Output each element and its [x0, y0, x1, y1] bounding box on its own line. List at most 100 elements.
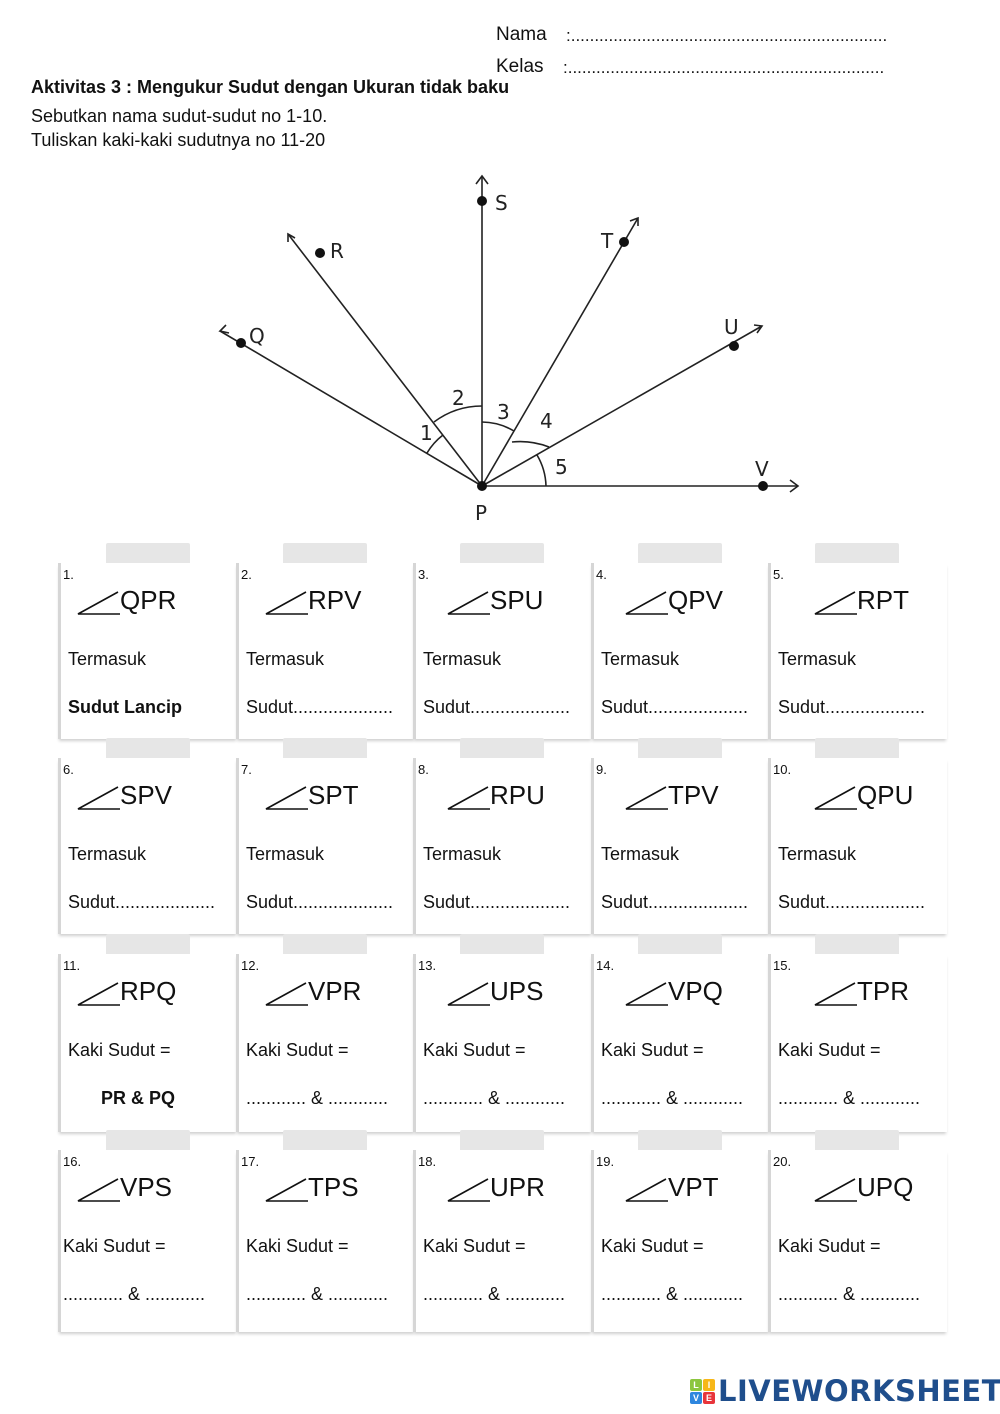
- label-r: R: [330, 239, 344, 263]
- liveworksheets-logo: L I V E LIVEWORKSHEETS: [690, 1374, 1000, 1408]
- arc-1: [426, 434, 444, 454]
- label-angle-2: 2: [452, 386, 465, 410]
- question-number: 12.: [241, 958, 260, 973]
- ray-pu: [481, 325, 763, 487]
- angle-name: RPU: [446, 780, 545, 811]
- angle-diagram: P Q R S T U V 1 2 3 4 5: [218, 174, 800, 525]
- logo-block: I: [703, 1378, 715, 1391]
- answer-field[interactable]: Sudut....................: [601, 892, 749, 912]
- answer-field[interactable]: ............ & ............: [601, 1088, 744, 1108]
- question-number: 14.: [596, 958, 615, 973]
- answer-field[interactable]: Sudut....................: [778, 697, 926, 717]
- answer-field[interactable]: ............ & ............: [246, 1284, 389, 1304]
- angle-name: QPR: [76, 585, 176, 616]
- angle-label: VPQ: [668, 976, 723, 1006]
- angle-symbol-icon: [814, 786, 857, 810]
- logo-block: E: [703, 1391, 715, 1404]
- answer-field[interactable]: ............ & ............: [778, 1284, 921, 1304]
- angle-label: QPU: [857, 780, 914, 810]
- label-q: Q: [249, 324, 265, 348]
- angle-name: RPQ: [76, 976, 176, 1007]
- angle-symbol-icon: [447, 591, 490, 615]
- question-number: 3.: [418, 567, 429, 582]
- angle-label: TPS: [308, 1172, 359, 1202]
- answer-field[interactable]: ............ & ............: [246, 1088, 389, 1108]
- prompt-text: Termasuk: [601, 844, 680, 864]
- angle-label: VPS: [120, 1172, 173, 1202]
- angle-symbol-icon: [814, 1178, 857, 1202]
- angle-name: QPV: [624, 585, 723, 616]
- answer-field[interactable]: ............ & ............: [778, 1088, 921, 1108]
- angle-label: RPU: [490, 780, 545, 810]
- angle-label: UPS: [490, 976, 544, 1006]
- question-number: 9.: [596, 762, 607, 777]
- arrow-v: [789, 479, 800, 493]
- arrow-q: [218, 324, 230, 334]
- prompt-text: Kaki Sudut =: [601, 1040, 704, 1060]
- question-number: 2.: [241, 567, 252, 582]
- angle-label: SPT: [308, 780, 359, 810]
- angle-name: RPT: [813, 585, 909, 616]
- angle-label: QPV: [668, 585, 723, 615]
- angle-symbol-icon: [625, 786, 668, 810]
- angle-symbol-icon: [447, 982, 490, 1006]
- ray-pr: [287, 233, 483, 487]
- angle-symbol-icon: [625, 982, 668, 1006]
- answer-field[interactable]: ............ & ............: [423, 1088, 566, 1108]
- question-number: 19.: [596, 1154, 615, 1169]
- answer-text: PR & PQ: [101, 1088, 176, 1108]
- answer-field[interactable]: ............ & ............: [423, 1284, 566, 1304]
- ray-pq: [219, 330, 483, 487]
- arc-3: [481, 421, 515, 432]
- angle-symbol-icon: [625, 1178, 668, 1202]
- label-v: V: [755, 457, 769, 481]
- ray-pt: [481, 217, 639, 487]
- question-card: 14. VPQ Kaki Sudut = ............ & .......…: [591, 954, 770, 1132]
- angle-label: UPR: [490, 1172, 545, 1202]
- prompt-text: Kaki Sudut =: [423, 1236, 526, 1256]
- question-number: 10.: [773, 762, 792, 777]
- question-number: 11.: [63, 958, 81, 973]
- answer-field[interactable]: Sudut....................: [601, 697, 749, 717]
- angle-symbol-icon: [265, 591, 308, 615]
- angle-name: SPV: [76, 780, 172, 811]
- question-number: 1.: [63, 567, 74, 582]
- prompt-text: Kaki Sudut =: [778, 1236, 881, 1256]
- angle-label: UPQ: [857, 1172, 914, 1202]
- answer-field[interactable]: Sudut....................: [423, 892, 571, 912]
- answer-field[interactable]: Sudut....................: [423, 697, 571, 717]
- answer-field[interactable]: Sudut....................: [68, 892, 216, 912]
- answer-field[interactable]: ............ & ............: [601, 1284, 744, 1304]
- logo-text: LIVEWORKSHEETS: [718, 1374, 1000, 1408]
- name-field[interactable]: :.......................................…: [566, 26, 888, 45]
- angle-symbol-icon: [447, 1178, 490, 1202]
- angle-name: VPQ: [624, 976, 723, 1007]
- label-angle-3: 3: [497, 400, 510, 424]
- prompt-text: Termasuk: [68, 649, 147, 669]
- answer-field[interactable]: ............ & ............: [63, 1284, 206, 1304]
- class-label: Kelas: [496, 56, 544, 77]
- label-p: P: [475, 501, 487, 525]
- answer-field[interactable]: Sudut....................: [246, 697, 394, 717]
- prompt-text: Termasuk: [246, 649, 325, 669]
- prompt-text: Kaki Sudut =: [246, 1236, 349, 1256]
- arc-5: [536, 454, 547, 487]
- point-p: [477, 481, 487, 491]
- answer-field[interactable]: Sudut....................: [778, 892, 926, 912]
- angle-name: QPU: [813, 780, 913, 811]
- instruction-2: Tuliskan kaki-kaki sudutnya no 11-20: [31, 130, 326, 150]
- question-number: 20.: [773, 1154, 792, 1169]
- class-field[interactable]: :.......................................…: [563, 58, 885, 77]
- angle-label: QPR: [120, 585, 177, 615]
- angle-name: RPV: [264, 585, 361, 616]
- angle-label: RPQ: [120, 976, 177, 1006]
- answer-field[interactable]: Sudut....................: [246, 892, 394, 912]
- prompt-text: Kaki Sudut =: [423, 1040, 526, 1060]
